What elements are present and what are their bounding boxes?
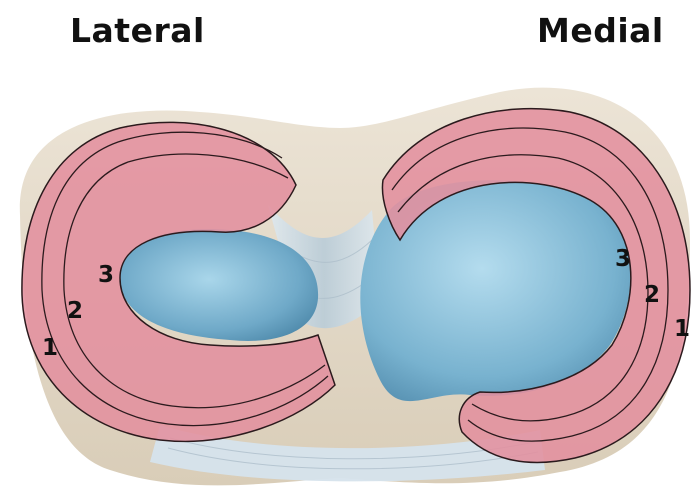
- lateral-zone-label-1: 1: [42, 335, 58, 361]
- medial-zone-label-2: 2: [644, 282, 660, 308]
- lateral-zone-label-2: 2: [67, 298, 83, 324]
- medial-zone-label-1: 1: [674, 316, 690, 342]
- lateral-zone-label-3: 3: [98, 262, 114, 288]
- medial-zone-label-3: 3: [615, 246, 631, 272]
